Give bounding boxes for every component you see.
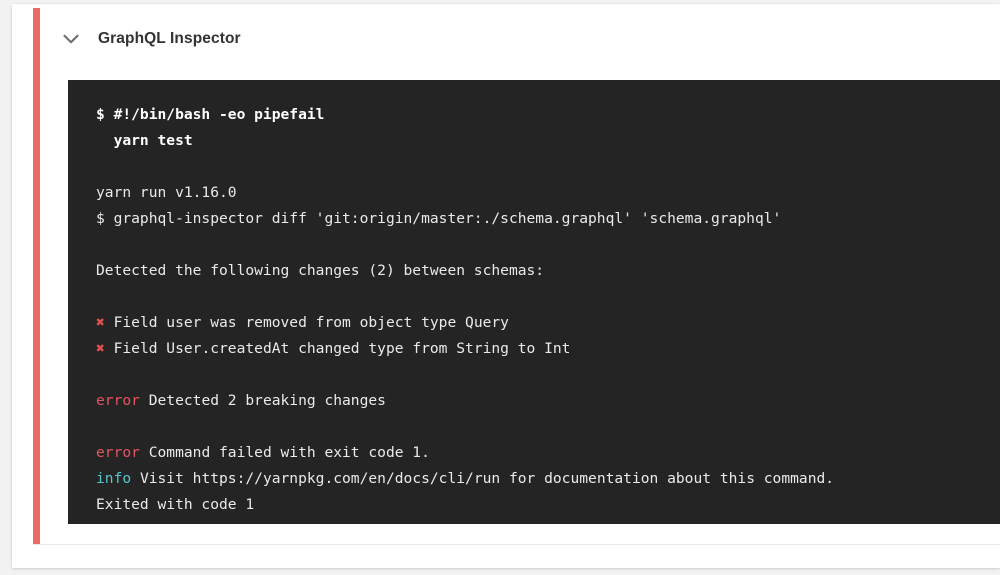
terminal-line-error: error Detected 2 breaking changes xyxy=(96,388,1000,414)
terminal-line-text: yarn test xyxy=(96,132,193,149)
terminal-line-text: $ #!/bin/bash -eo pipefail xyxy=(96,106,325,123)
job-step-header[interactable]: GraphQL Inspector xyxy=(58,20,241,58)
terminal-blank-line xyxy=(96,154,1000,180)
terminal-line: Detected the following changes (2) betwe… xyxy=(96,258,1000,284)
terminal-line-breaking-change: ✖ Field user was removed from object typ… xyxy=(96,310,1000,336)
terminal-line-text: Detected the following changes (2) betwe… xyxy=(96,262,545,279)
terminal-line-text: Detected 2 breaking changes xyxy=(139,392,386,409)
breaking-change-x-icon: ✖ xyxy=(96,340,105,357)
job-step-title: GraphQL Inspector xyxy=(98,30,241,47)
terminal-line-text: Visit https://yarnpkg.com/en/docs/cli/ru… xyxy=(131,470,835,487)
terminal-line-text: Field user was removed from object type … xyxy=(104,314,509,331)
info-label: info xyxy=(96,470,132,487)
terminal-line-info: info Visit https://yarnpkg.com/en/docs/c… xyxy=(96,466,1000,492)
terminal-blank-line xyxy=(96,284,1000,310)
terminal-line: $ graphql-inspector diff 'git:origin/mas… xyxy=(96,206,1000,232)
job-step-card: GraphQL Inspector $ #!/bin/bash -eo pipe… xyxy=(12,4,1000,568)
terminal-blank-line xyxy=(96,362,1000,388)
terminal-blank-line xyxy=(96,414,1000,440)
terminal-line-text: Exited with code 1 xyxy=(96,496,255,513)
chevron-down-icon[interactable] xyxy=(58,26,84,52)
terminal-line-exit: Exited with code 1 xyxy=(96,492,1000,518)
terminal-line-breaking-change: ✖ Field User.createdAt changed type from… xyxy=(96,336,1000,362)
error-label: error xyxy=(96,392,140,409)
terminal-line-text: Field User.createdAt changed type from S… xyxy=(104,340,571,357)
error-label: error xyxy=(96,444,140,461)
terminal-blank-line xyxy=(96,232,1000,258)
terminal-line-text: yarn run v1.16.0 xyxy=(96,184,237,201)
terminal-line: $ #!/bin/bash -eo pipefail xyxy=(96,102,1000,128)
terminal-line-text: Command failed with exit code 1. xyxy=(139,444,430,461)
terminal-log-output[interactable]: $ #!/bin/bash -eo pipefail yarn test yar… xyxy=(68,80,1000,524)
breaking-change-x-icon: ✖ xyxy=(96,314,105,331)
failed-status-stripe xyxy=(33,8,40,544)
job-step-divider xyxy=(33,544,1000,545)
terminal-line: yarn test xyxy=(96,128,1000,154)
terminal-line-error: error Command failed with exit code 1. xyxy=(96,440,1000,466)
terminal-line: yarn run v1.16.0 xyxy=(96,180,1000,206)
terminal-line-text: $ graphql-inspector diff 'git:origin/mas… xyxy=(96,210,782,227)
